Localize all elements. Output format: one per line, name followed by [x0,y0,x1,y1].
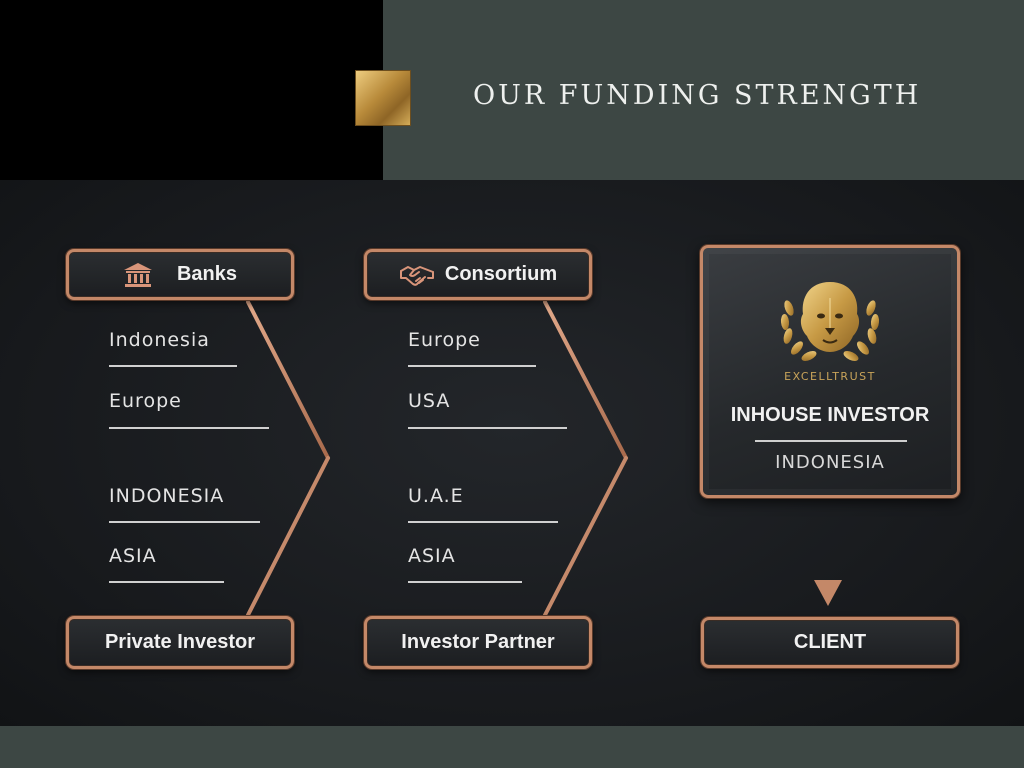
consortium-region-2-underline [408,427,567,429]
investor-partner-region-1: U.A.E [408,485,464,507]
header-title-panel [383,0,1024,180]
consortium-box: Consortium [364,249,592,300]
banks-region-1: Indonesia [109,329,210,351]
banks-region-1-underline [109,365,237,367]
inhouse-divider [755,440,907,442]
inhouse-investor-location: INDONESIA [775,452,885,473]
header-black-panel [0,0,383,180]
private-investor-label: Private Investor [104,631,256,653]
page-title: OUR FUNDING STRENGTH [473,80,922,111]
footer-band [0,726,1024,768]
inhouse-investor-title: INHOUSE INVESTOR [730,404,930,426]
private-investor-region-2: ASIA [109,545,157,567]
consortium-label: Consortium [444,263,558,285]
private-investor-region-1: INDONESIA [109,485,225,507]
banks-region-2-underline [109,427,269,429]
handshake-icon [399,263,435,287]
private-investor-region-1-underline [109,521,260,523]
bank-icon [123,262,153,288]
client-label: CLIENT [793,631,867,653]
investor-partner-region-2-underline [408,581,522,583]
client-box: CLIENT [701,617,959,668]
investor-partner-region-1-underline [408,521,558,523]
investor-partner-region-2: ASIA [408,545,456,567]
inhouse-investor-card: EXCELLTRUST INHOUSE INVESTOR INDONESIA [700,245,960,498]
consortium-region-1-underline [408,365,536,367]
private-investor-region-2-underline [109,581,224,583]
banks-label: Banks [176,263,238,285]
consortium-region-1: Europe [408,329,481,351]
investor-partner-box: Investor Partner [364,616,592,669]
banks-region-2: Europe [109,390,182,412]
banks-box: Banks [66,249,294,300]
gold-accent-square [355,70,411,126]
private-investor-box: Private Investor [66,616,294,669]
brand-name: EXCELLTRUST [784,370,876,383]
lion-crest-icon [780,282,880,361]
investor-partner-label: Investor Partner [401,631,555,653]
consortium-region-2: USA [408,390,451,412]
